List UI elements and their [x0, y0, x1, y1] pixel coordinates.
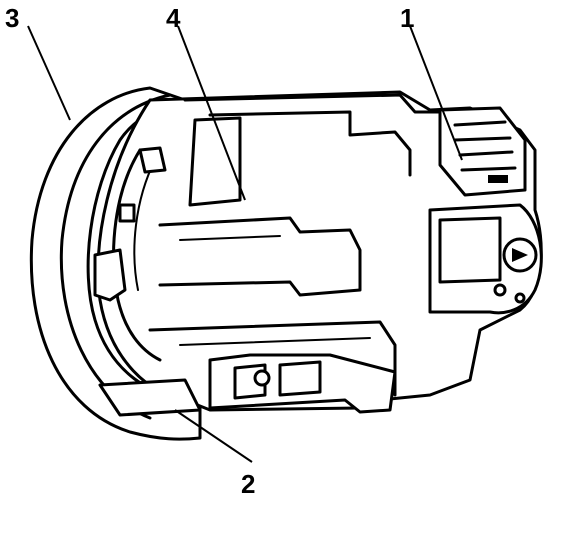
housing-top-edge: [183, 93, 442, 114]
bracket-screw: [253, 369, 271, 387]
bottom-flange: [98, 378, 202, 417]
latch-tab: [138, 146, 167, 174]
housing-upper-flat: [208, 110, 412, 177]
leader-line-4: [177, 25, 246, 201]
latch-window: [118, 203, 136, 223]
end-cap-face: [438, 216, 502, 284]
connector-housing: [438, 106, 527, 197]
outer-bezel-ring: [29, 86, 202, 441]
leader-lines: [27, 25, 463, 463]
connector-latch: [488, 175, 508, 183]
leader-line-2: [174, 409, 253, 463]
callout-label-2: 2: [241, 469, 255, 499]
lower-bracket-detail: [233, 360, 322, 400]
guide-slot: [188, 116, 242, 207]
key-slot: [512, 248, 528, 262]
callout-label-3: 3: [5, 3, 19, 33]
lower-bracket: [208, 353, 397, 414]
rivet-lower: [514, 292, 526, 304]
guide-rail: [158, 216, 362, 297]
component-line-drawing: [29, 86, 543, 441]
leader-line-1: [409, 25, 463, 161]
front-face-inner: [133, 159, 156, 291]
callout-label-1: 1: [400, 3, 414, 33]
lower-body-inner: [179, 337, 371, 346]
retainer-clip: [93, 248, 127, 302]
lower-body: [148, 320, 397, 397]
end-cap: [428, 203, 543, 315]
leader-line-3: [27, 25, 71, 121]
guide-rail-lower: [179, 235, 281, 241]
connector-pins: [453, 120, 517, 172]
callout-label-4: 4: [166, 3, 181, 33]
rivet-upper: [493, 283, 507, 297]
